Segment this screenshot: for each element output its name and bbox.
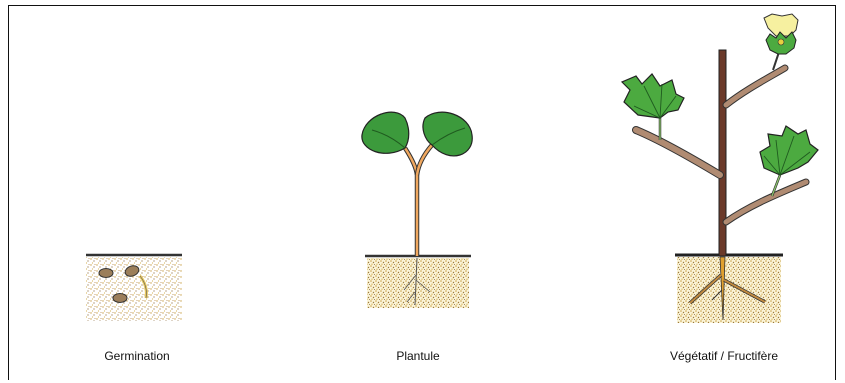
plantule-label: Plantule bbox=[396, 349, 439, 363]
soil-block bbox=[677, 257, 781, 323]
cotyledon-leaf bbox=[362, 112, 409, 153]
vegetatif-label: Végétatif / Fructifère bbox=[670, 349, 778, 363]
plantule-stage bbox=[362, 112, 472, 308]
flower bbox=[764, 14, 798, 54]
germination-label: Germination bbox=[104, 349, 169, 363]
soil-block bbox=[367, 258, 469, 308]
vegetatif-stage bbox=[622, 14, 818, 323]
seed bbox=[99, 269, 113, 278]
seed bbox=[113, 294, 127, 303]
germination-stage bbox=[86, 255, 182, 321]
leaf bbox=[622, 74, 684, 118]
